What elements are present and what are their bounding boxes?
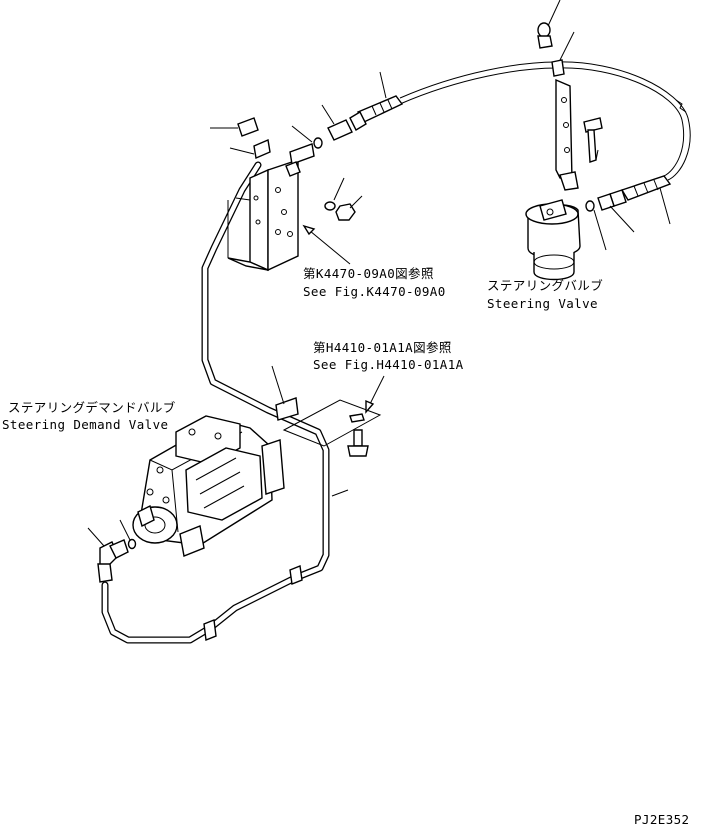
- ref-label-k4470-jp: 第K4470-09A0図参照: [303, 266, 434, 281]
- hose-fitting-left: [349, 95, 404, 131]
- ref-label-h4410-en: See Fig.H4410-01A1A: [313, 357, 464, 372]
- steering-demand-valve: [132, 415, 285, 557]
- adapter-left: [313, 119, 353, 149]
- tube-clamp-lower: [203, 565, 303, 641]
- steel-tube: [101, 161, 330, 644]
- elbow-fitting-lower: [97, 538, 137, 583]
- top-elbow-fitting: [537, 22, 565, 77]
- mounting-bracket: [227, 117, 315, 272]
- demand-valve-label-jp: ステアリングデマンドバルブ: [8, 400, 176, 415]
- demand-valve-label-en: Steering Demand Valve: [2, 417, 169, 432]
- tube-clamp-mid: [275, 397, 382, 457]
- hose-bracket-right: [555, 78, 603, 191]
- steering-valve-label-en: Steering Valve: [487, 296, 598, 311]
- washer-nut: [324, 201, 356, 221]
- steering-valve: [525, 199, 581, 281]
- ref-label-k4470-en: See Fig.K4470-09A0: [303, 284, 446, 299]
- steering-valve-label-jp: ステアリングバルブ: [487, 278, 604, 293]
- leader-lines: [87, 0, 671, 547]
- hose-fitting-right: [585, 175, 672, 212]
- top-hose: [399, 61, 691, 181]
- drawing-code: PJ2E352: [634, 812, 690, 827]
- ref-label-h4410-jp: 第H4410-01A1A図参照: [313, 340, 452, 355]
